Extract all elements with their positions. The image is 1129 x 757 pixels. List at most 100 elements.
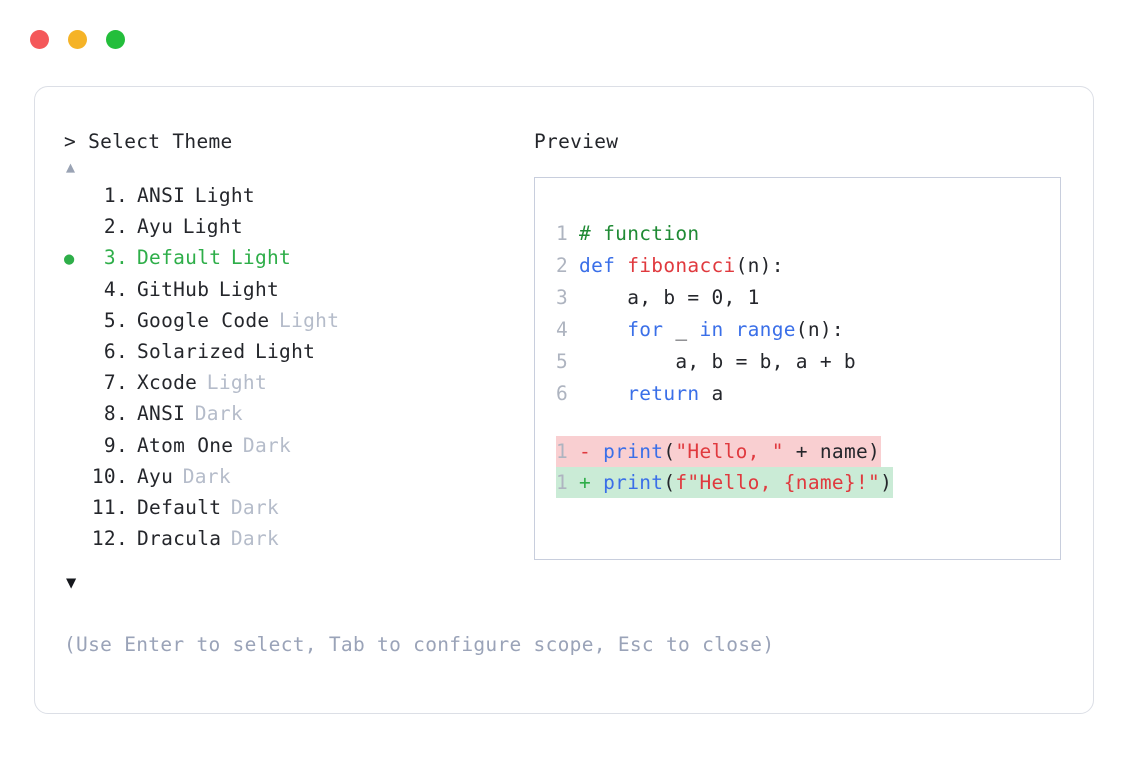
theme-item-variant: Dark: [230, 527, 280, 551]
bullet-placeholder: ●: [64, 338, 90, 368]
theme-item-variant: Dark: [230, 496, 280, 520]
code-token-kw: in range: [699, 318, 796, 341]
code-line: 5 a, b = b, a + b: [556, 346, 1052, 378]
bullet-placeholder: ●: [64, 400, 90, 430]
theme-item-index: 2.: [103, 215, 128, 239]
traffic-light-buttons: [30, 29, 125, 49]
theme-item-index: 10.: [91, 464, 128, 488]
code-token-str: "Hello, ": [675, 440, 784, 463]
theme-item-variant: Light: [218, 277, 280, 301]
theme-item-variant: Dark: [182, 464, 231, 488]
theme-list-item[interactable]: ● 4. GitHub Light: [64, 275, 534, 306]
bullet-placeholder: ●: [64, 525, 90, 555]
code-line: 1 # function: [556, 218, 1052, 250]
code-token-fn: fibonacci: [627, 254, 736, 277]
window-titlebar: [0, 0, 1129, 78]
theme-item-index: 12.: [91, 527, 128, 551]
code-token-punct: (n):: [795, 318, 844, 341]
bullet-placeholder: ●: [64, 494, 90, 524]
code-token-kw: def: [579, 254, 628, 277]
theme-item-name: Default: [137, 246, 222, 270]
theme-item-name: Ayu: [137, 215, 174, 239]
code-token-plain: a, b = b, a + b: [579, 350, 856, 373]
theme-list-item[interactable]: ●10. Ayu Dark: [64, 462, 534, 493]
code-line-number: 6: [556, 382, 569, 405]
theme-item-index: 5.: [103, 308, 128, 332]
preview-label: Preview: [534, 130, 619, 153]
theme-item-index: 7.: [103, 371, 128, 395]
diff-plus-marker: +: [567, 471, 604, 494]
minimize-button[interactable]: [68, 29, 87, 49]
code-line-number: 3: [556, 286, 569, 309]
code-token-str: f"Hello, {name}!": [675, 471, 881, 494]
theme-item-index: 11.: [91, 496, 128, 520]
theme-item-variant: Light: [194, 184, 255, 207]
code-token-plain: a: [699, 382, 724, 405]
theme-item-index: 8.: [103, 402, 128, 426]
bullet-placeholder: ●: [64, 307, 90, 337]
code-token-plain: [579, 318, 627, 341]
code-line-number: 2: [556, 254, 569, 277]
bullet-placeholder: ●: [64, 276, 90, 306]
scroll-up-arrow[interactable]: ▲: [66, 158, 76, 176]
theme-item-index: 4.: [103, 277, 128, 301]
diff-removed-line: 1 - print("Hello, " + name): [556, 436, 882, 467]
keyboard-hint: (Use Enter to select, Tab to configure s…: [64, 633, 775, 656]
theme-list-item[interactable]: ● 3. Default Light: [64, 243, 534, 274]
theme-item-name: Xcode: [137, 371, 198, 395]
code-line-number: 1: [556, 222, 569, 245]
theme-item-name: ANSI: [137, 184, 186, 207]
theme-list-item[interactable]: ● 2. Ayu Light: [64, 212, 534, 243]
code-line: 3 a, b = 0, 1: [556, 282, 1052, 314]
scroll-down-arrow[interactable]: ▼: [66, 573, 77, 594]
code-line: 6 return a: [556, 378, 1052, 410]
bullet-placeholder: ●: [64, 463, 90, 493]
bullet-placeholder: ●: [64, 432, 90, 462]
theme-item-name: Ayu: [137, 464, 174, 488]
code-token-plain: a, b = 0, 1: [579, 286, 760, 309]
select-theme-prompt: > Select Theme: [64, 130, 233, 153]
theme-item-variant: Light: [182, 215, 243, 239]
code-line-number: 1: [556, 471, 569, 494]
close-button[interactable]: [30, 29, 49, 49]
code-token-plain: + name): [783, 440, 881, 463]
code-token-punct: (: [663, 440, 676, 463]
theme-item-name: Solarized: [137, 340, 246, 364]
theme-item-variant: Light: [230, 246, 292, 270]
theme-selector-panel: > Select Theme ▲ ●1.ANSILight●2.AyuLight…: [64, 129, 534, 595]
code-token-plain: _: [663, 318, 700, 341]
theme-item-variant: Dark: [194, 402, 243, 426]
selected-bullet-icon: ●: [64, 249, 75, 270]
code-line-number: 4: [556, 318, 569, 341]
maximize-button[interactable]: [106, 29, 125, 49]
code-token-comment: # function: [579, 222, 700, 245]
code-spacer: [556, 410, 1052, 436]
theme-item-name: Default: [137, 496, 222, 520]
code-token-kw: print: [603, 440, 664, 463]
diff-line-wrapper: 1 + print(f"Hello, {name}!"): [556, 467, 1052, 498]
bullet-placeholder: ●: [64, 182, 90, 212]
theme-item-index: 9.: [103, 433, 128, 457]
theme-item-name: Atom One: [137, 433, 234, 457]
code-token-punct: ): [880, 471, 893, 494]
code-token-punct: (n):: [735, 254, 784, 277]
code-token-punct: (: [663, 471, 676, 494]
code-token-kw: print: [603, 471, 664, 494]
theme-item-variant: Light: [254, 340, 316, 364]
theme-list-item[interactable]: ●11. Default Dark: [64, 493, 534, 524]
theme-item-index: 3.: [103, 246, 128, 270]
code-line-number: 1: [556, 440, 569, 463]
diff-line-wrapper: 1 - print("Hello, " + name): [556, 436, 1052, 467]
theme-item-name: Google Code: [137, 308, 270, 332]
theme-item-name: GitHub: [137, 277, 210, 301]
bullet-placeholder: ●: [64, 213, 90, 243]
